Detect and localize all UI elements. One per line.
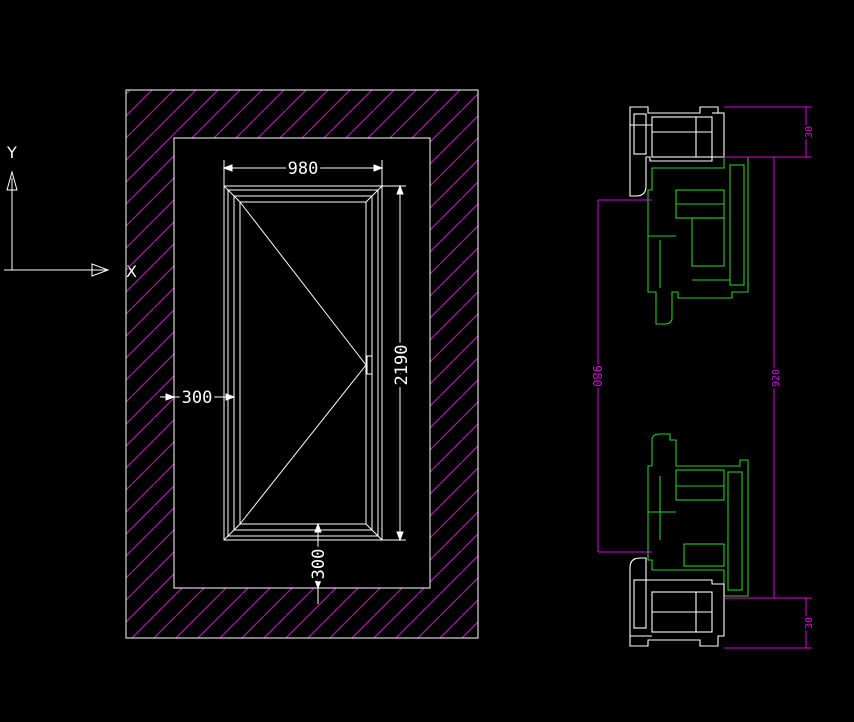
ucs-icon [4, 170, 110, 277]
bottom-sash-profile [647, 433, 749, 597]
width-dimension [222, 160, 384, 186]
opening-dim-label: 980 [590, 365, 604, 387]
top-frame-profile [629, 106, 725, 197]
ucs-y-label: Y [6, 143, 17, 162]
bottom-margin-dim-label: 300 [309, 549, 329, 580]
swing-indicator [239, 201, 367, 525]
frame-height-dim-label: 920 [771, 369, 782, 387]
door-frame [223, 185, 383, 541]
bottom-profile-dim-label: 30 [804, 617, 815, 629]
height-dimension [382, 184, 406, 542]
top-sash-profile [647, 156, 749, 325]
bottom-frame-profile [629, 557, 725, 647]
section-dimensions [597, 106, 812, 649]
top-profile-dim-label: 30 [804, 126, 815, 138]
height-dim-label: 2190 [392, 345, 412, 386]
wall-hatch [125, 89, 479, 639]
door-handle-icon [366, 355, 373, 375]
left-margin-dimension [160, 393, 236, 401]
bottom-margin-dimension [314, 522, 322, 604]
width-dim-label: 980 [288, 159, 319, 179]
left-margin-dim-label: 300 [182, 388, 213, 408]
